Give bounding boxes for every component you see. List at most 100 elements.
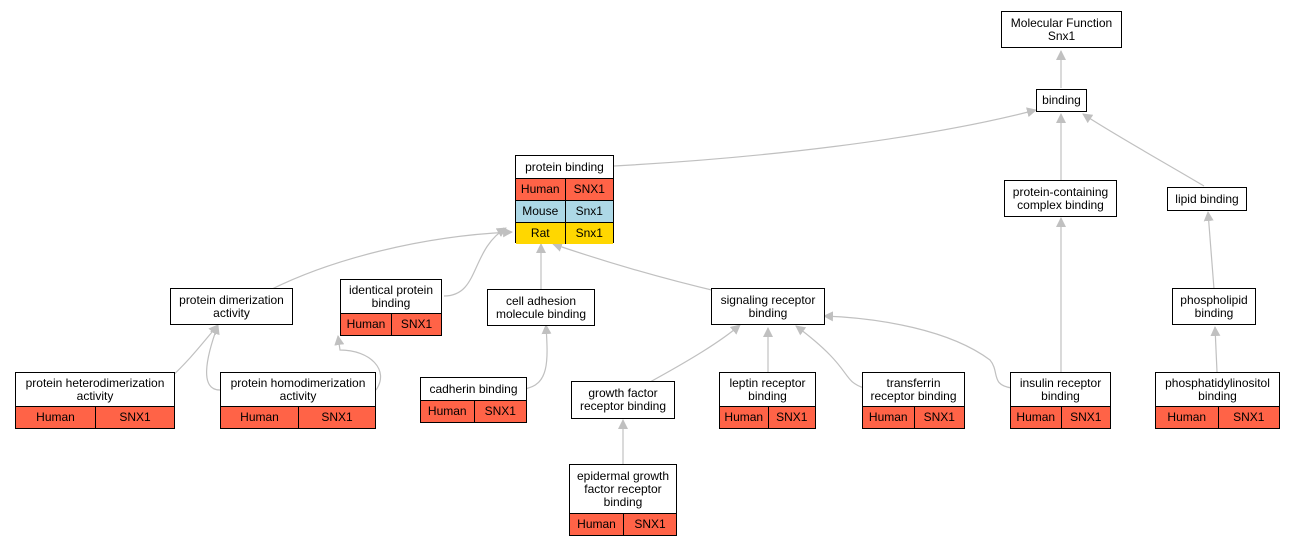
species-cell: Human xyxy=(520,182,560,196)
gene-cell: SNX1 xyxy=(623,514,676,535)
edge-dimerization-to-protein-binding xyxy=(269,227,513,291)
node-label: transferrin receptor binding xyxy=(870,375,957,403)
species-cell: Human xyxy=(36,410,75,424)
species-table: Human SNX1 xyxy=(1156,406,1279,428)
species-cell: Human xyxy=(868,410,908,424)
species-cell: Human xyxy=(1016,410,1056,424)
gene-cell: SNX1 xyxy=(391,314,441,335)
edge-identical-to-protein-binding xyxy=(443,227,507,297)
node-label: protein homodimerization activity xyxy=(230,375,366,403)
gene-cell: SNX1 xyxy=(767,407,816,428)
node-label: identical protein binding xyxy=(348,282,434,310)
species-table: Human SNX1 xyxy=(341,313,441,335)
gene-cell: SNX1 xyxy=(913,407,965,428)
species-cell: Human xyxy=(427,404,467,418)
edge-homodim-to-dimerization xyxy=(206,324,221,391)
node-label: protein dimerization activity xyxy=(179,292,284,320)
species-cell: Human xyxy=(1167,410,1207,424)
species-row-human: Human SNX1 xyxy=(1011,406,1110,428)
edge-transferrin-to-signaling xyxy=(795,325,865,389)
species-row-human: Human SNX1 xyxy=(421,400,526,422)
node-label: cell adhesion molecule binding xyxy=(495,293,587,321)
gene-cell: SNX1 xyxy=(1217,407,1280,428)
edge-insulin-to-signaling xyxy=(823,311,1013,389)
edge-heterodim-to-dimerization xyxy=(169,324,219,379)
species-cell: Human xyxy=(724,410,764,424)
species-row-human: Human SNX1 xyxy=(221,406,375,428)
node-label: insulin receptor binding xyxy=(1019,375,1102,403)
species-table: Human SNX1 xyxy=(16,406,174,428)
species-table: Human SNX1 xyxy=(421,400,526,422)
species-row-rat: Rat Snx1 xyxy=(516,222,613,244)
species-row-human: Human SNX1 xyxy=(570,513,676,535)
node-protein-containing-complex-binding[interactable]: protein-containing complex binding xyxy=(1004,180,1117,217)
node-molecular-function[interactable]: Molecular Function Snx1 xyxy=(1001,11,1122,48)
node-label: growth factor receptor binding xyxy=(579,386,667,413)
node-signaling-receptor-binding[interactable]: signaling receptor binding xyxy=(711,288,825,325)
node-epidermal-growth-factor-receptor-binding[interactable]: epidermal growth factor receptor binding… xyxy=(569,464,677,536)
node-label: leptin receptor binding xyxy=(729,375,806,403)
species-row-mouse: Mouse Snx1 xyxy=(516,200,613,222)
species-cell: Rat xyxy=(530,226,550,240)
edge-protein-binding-to-binding xyxy=(613,107,1037,167)
gene-cell: Snx1 xyxy=(564,223,614,244)
node-label: protein heterodimerization activity xyxy=(25,375,165,403)
gene-cell: SNX1 xyxy=(473,401,527,422)
species-row-human: Human SNX1 xyxy=(341,313,441,335)
node-label: protein binding xyxy=(525,159,604,174)
node-lipid-binding[interactable]: lipid binding xyxy=(1167,187,1247,211)
edge-phosphatidylinositol-to-phospholipid xyxy=(1210,326,1221,373)
species-cell: Human xyxy=(577,517,616,531)
node-label: Molecular Function Snx1 xyxy=(1010,15,1113,43)
node-label: protein-containing complex binding xyxy=(1012,184,1109,212)
node-label: cadherin binding xyxy=(429,381,518,396)
node-label: epidermal growth factor receptor binding xyxy=(576,468,670,509)
node-phospholipid-binding[interactable]: phospholipid binding xyxy=(1172,288,1256,325)
node-label: lipid binding xyxy=(1175,191,1239,206)
node-protein-dimerization-activity[interactable]: protein dimerization activity xyxy=(170,288,293,325)
species-cell: Human xyxy=(346,317,386,331)
species-cell: Mouse xyxy=(522,204,559,218)
species-table: Human SNX1 xyxy=(1011,406,1110,428)
edge-homodim-to-identical xyxy=(334,335,382,391)
node-label: phosphatidylinositol binding xyxy=(1165,375,1270,403)
gene-cell: SNX1 xyxy=(298,407,375,428)
edge-lipid-to-binding xyxy=(1082,113,1205,187)
species-row-human: Human SNX1 xyxy=(516,178,613,200)
edge-phospholipid-to-lipid xyxy=(1203,211,1215,290)
node-cell-adhesion-molecule-binding[interactable]: cell adhesion molecule binding xyxy=(487,289,595,326)
node-label: phospholipid binding xyxy=(1180,292,1248,320)
species-row-human: Human SNX1 xyxy=(1156,406,1279,428)
node-binding[interactable]: binding xyxy=(1036,89,1087,112)
edge-growth-factor-to-signaling xyxy=(649,324,741,383)
edge-cadherin-to-cell-adhesion xyxy=(523,324,552,390)
node-label: binding xyxy=(1042,93,1081,107)
node-label: signaling receptor binding xyxy=(720,292,816,320)
gene-cell: SNX1 xyxy=(564,179,614,200)
species-table: Human SNX1 xyxy=(863,406,964,428)
species-table: Human SNX1 xyxy=(570,513,676,535)
edge-signaling-to-protein-binding xyxy=(552,242,721,293)
gene-cell: SNX1 xyxy=(1060,407,1111,428)
gene-cell: Snx1 xyxy=(564,201,614,222)
species-row-human: Human SNX1 xyxy=(16,406,174,428)
node-growth-factor-receptor-binding[interactable]: growth factor receptor binding xyxy=(571,381,675,419)
gene-cell: SNX1 xyxy=(95,407,174,428)
species-cell: Human xyxy=(240,410,279,424)
species-row-human: Human SNX1 xyxy=(863,406,964,428)
species-table: Human SNX1 xyxy=(221,406,375,428)
